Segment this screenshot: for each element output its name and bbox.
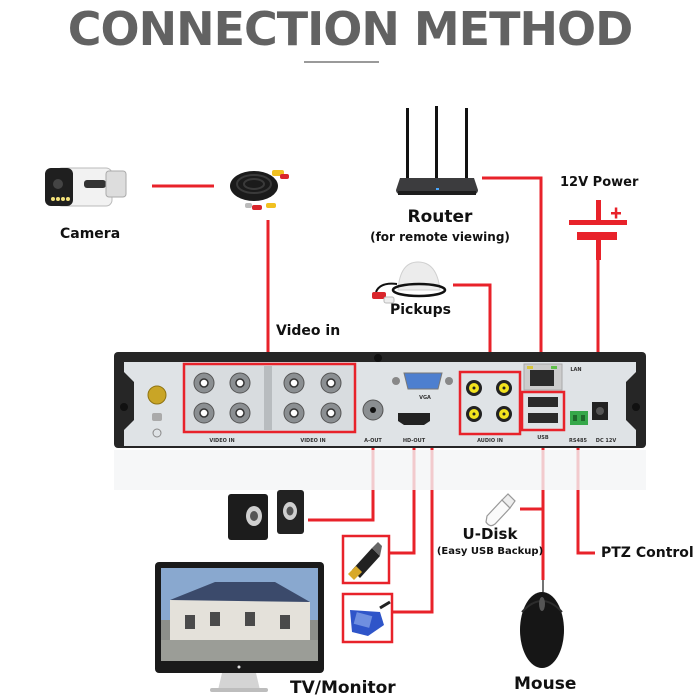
rs485-label: RS485 [569,438,587,444]
ground-symbol-icon [152,428,162,438]
audio-rca-ports [466,380,512,422]
dvr-reflection [114,450,646,490]
router-icon [396,106,478,195]
power-source-icon [569,200,627,260]
line-router-lan [482,176,543,368]
hdmi-cable-icon [348,542,382,580]
audio-in-highlight [458,370,522,436]
rs485-terminal [570,411,588,425]
page-title: CONNECTION METHOD [67,2,634,56]
video-in-right-label: VIDEO IN [300,438,325,444]
udisk-label: U-Disk [462,525,518,543]
power-label: 12V Power [560,175,639,190]
line-rs485-ptz [576,430,595,555]
line-pickups-audioin [453,283,492,372]
lan-label: LAN [570,367,581,373]
dc-label: DC 12V [596,438,617,444]
ptz-label: PTZ Control [601,545,694,561]
lan-port [530,370,554,386]
speakers-icon [228,490,304,540]
video-in-annotation: Video in [276,323,341,339]
monitor-label: TV/Monitor [290,678,396,698]
ground-terminal-icon [147,385,167,405]
vga-port [403,372,443,390]
udisk-sublabel: (Easy USB Backup) [436,546,544,557]
camera-label: Camera [60,226,121,242]
usb-label: USB [537,435,549,441]
hdout-label: HD-OUT [403,438,426,444]
bnc-cable-icon [230,170,289,210]
screw-icon [374,354,382,362]
aout-label: A-OUT [364,438,382,444]
hdmi-port [398,413,430,425]
vga-cable-icon [350,600,391,636]
usb-port-1 [528,397,558,407]
router-label: Router [407,207,473,227]
bnc-connectors [193,372,342,424]
title-divider [304,61,379,63]
vga-label: VGA [419,395,431,401]
mouse-label: Mouse [514,674,577,694]
usb-flash-drive-icon [485,493,516,527]
camera-icon [45,167,127,207]
microphone-pickup-icon [372,261,447,304]
mouse-icon [520,579,564,668]
usb-highlight [520,390,566,432]
usb-port-2 [528,413,558,423]
dvr-back-panel: VIDEO IN VIDEO IN A-OUT VGA HD-OUT AUDIO… [114,352,646,448]
pickups-label: Pickups [390,302,451,318]
video-in-left-label: VIDEO IN [209,438,234,444]
monitor-icon [155,562,324,692]
router-sublabel: (for remote viewing) [370,230,510,244]
audio-in-label: AUDIO IN [477,438,503,444]
